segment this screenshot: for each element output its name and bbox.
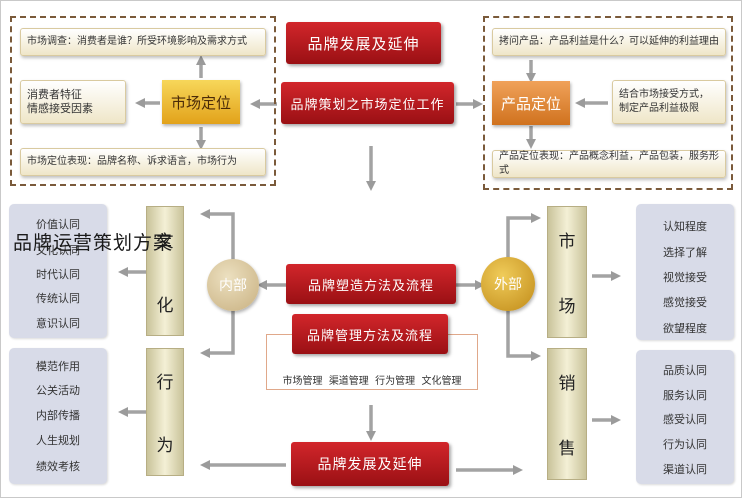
sales-bar: 销 售 [547,348,587,480]
consumer-traits-note: 消费者特征 情感接受因素 [20,80,126,124]
behavior-bar: 行 为 [146,348,184,476]
internal-label: 内部 [219,278,247,294]
consumer-traits-line1: 消费者特征 [27,88,82,101]
list-item: 感觉接受 [663,296,707,309]
list-item: 欲望程度 [663,322,707,335]
acceptance-line1: 结合市场接受方式， [619,89,709,100]
management-items-row: 市场管理 渠道管理 行为管理 文化管理 [267,372,477,387]
list-item: 绩效考核 [36,460,80,473]
brand-shaping-label: 品牌塑造方法及流程 [307,278,434,294]
market-bar: 市 场 [547,206,587,338]
market-research-text: 市场调查：消费者是谁？所受环境影响及需求方式 [27,36,247,47]
list-item: 内部传播 [36,409,80,422]
product-expression-note: 产品定位表现：产品概念利益，产品包装，服务形式 [492,150,726,178]
left-panel-bottom: 模范作用 公关活动 内部传播 人生规划 绩效考核 [9,348,107,484]
positioning-work-box: 品牌策划之市场定位工作 [281,82,454,124]
brand-management-label: 品牌管理方法及流程 [306,328,433,344]
brand-management-box: 品牌管理方法及流程 [292,314,448,354]
list-item: 意识认同 [36,317,80,330]
list-item: 公关活动 [36,384,80,397]
behavior-char-1: 行 [156,373,174,393]
list-item: 人生规划 [36,434,80,447]
management-item: 行为管理 [375,376,416,387]
external-label: 外部 [494,277,522,293]
list-item: 选择了解 [663,246,707,259]
positioning-work-label: 品牌策划之市场定位工作 [290,97,445,113]
positioning-expression-note: 市场定位表现：品牌名称、诉求语言，市场行为 [20,148,266,176]
list-item: 行为认同 [663,438,707,451]
culture-bar: 文 化 [146,206,184,336]
culture-char-2: 化 [156,295,174,316]
external-circle: 外部 [481,257,535,311]
list-item: 视觉接受 [663,271,707,284]
sales-char-1: 销 [558,374,576,394]
list-item: 价值认同 [36,218,80,231]
consumer-traits-line2: 情感接受因素 [27,102,93,115]
market-char-2: 场 [558,297,576,317]
brand-development-box-top: 品牌发展及延伸 [286,22,441,64]
sales-char-2: 售 [558,439,576,459]
right-panel-bottom: 品质认同 服务认同 感受认同 行为认同 渠道认同 [636,350,734,484]
acceptance-line2: 制定产品利益极限 [619,103,699,114]
management-item: 渠道管理 [328,376,369,387]
market-positioning-box: 市场定位 [162,80,240,124]
list-item: 认知程度 [663,220,707,233]
acceptance-note: 结合市场接受方式， 制定产品利益极限 [612,80,726,124]
behavior-char-2: 为 [156,436,174,456]
left-panel-top: 价值认同 文化认同 时代认同 传统认同 意识认同 [9,204,107,338]
list-item: 模范作用 [36,360,80,373]
brand-development-bottom-label: 品牌发展及延伸 [317,457,423,473]
product-question-text: 拷问产品：产品利益是什么？可以延伸的利益理由 [499,36,719,47]
market-positioning-group [10,16,276,186]
list-item: 服务认同 [663,389,707,402]
market-char-1: 市 [558,232,576,252]
right-panel-top: 认知程度 选择了解 视觉接受 感觉接受 欲望程度 [636,204,734,340]
product-positioning-group [483,16,733,190]
list-item: 感受认同 [663,413,707,426]
management-item: 文化管理 [421,376,462,387]
brand-development-box-bottom: 品牌发展及延伸 [291,442,449,486]
product-positioning-label: 产品定位 [500,94,561,113]
product-question-note: 拷问产品：产品利益是什么？可以延伸的利益理由 [492,28,726,56]
list-item: 文化认同 [36,244,80,257]
internal-circle: 内部 [207,259,259,311]
list-item: 品质认同 [663,364,707,377]
product-expression-text: 产品定位表现：产品概念利益，产品包装，服务形式 [499,151,719,176]
culture-char-1: 文 [156,231,174,252]
list-item: 传统认同 [36,292,80,305]
list-item: 时代认同 [36,268,80,281]
positioning-expression-text: 市场定位表现：品牌名称、诉求语言，市场行为 [27,156,237,167]
market-research-note: 市场调查：消费者是谁？所受环境影响及需求方式 [20,28,266,56]
brand-shaping-box: 品牌塑造方法及流程 [286,264,456,304]
brand-development-label: 品牌发展及延伸 [307,34,420,53]
market-positioning-label: 市场定位 [170,93,231,112]
product-positioning-box: 产品定位 [492,81,570,125]
watermark-title: 品牌运营策划方案 [13,232,174,254]
list-item: 渠道认同 [663,463,707,476]
management-item: 市场管理 [282,376,323,387]
